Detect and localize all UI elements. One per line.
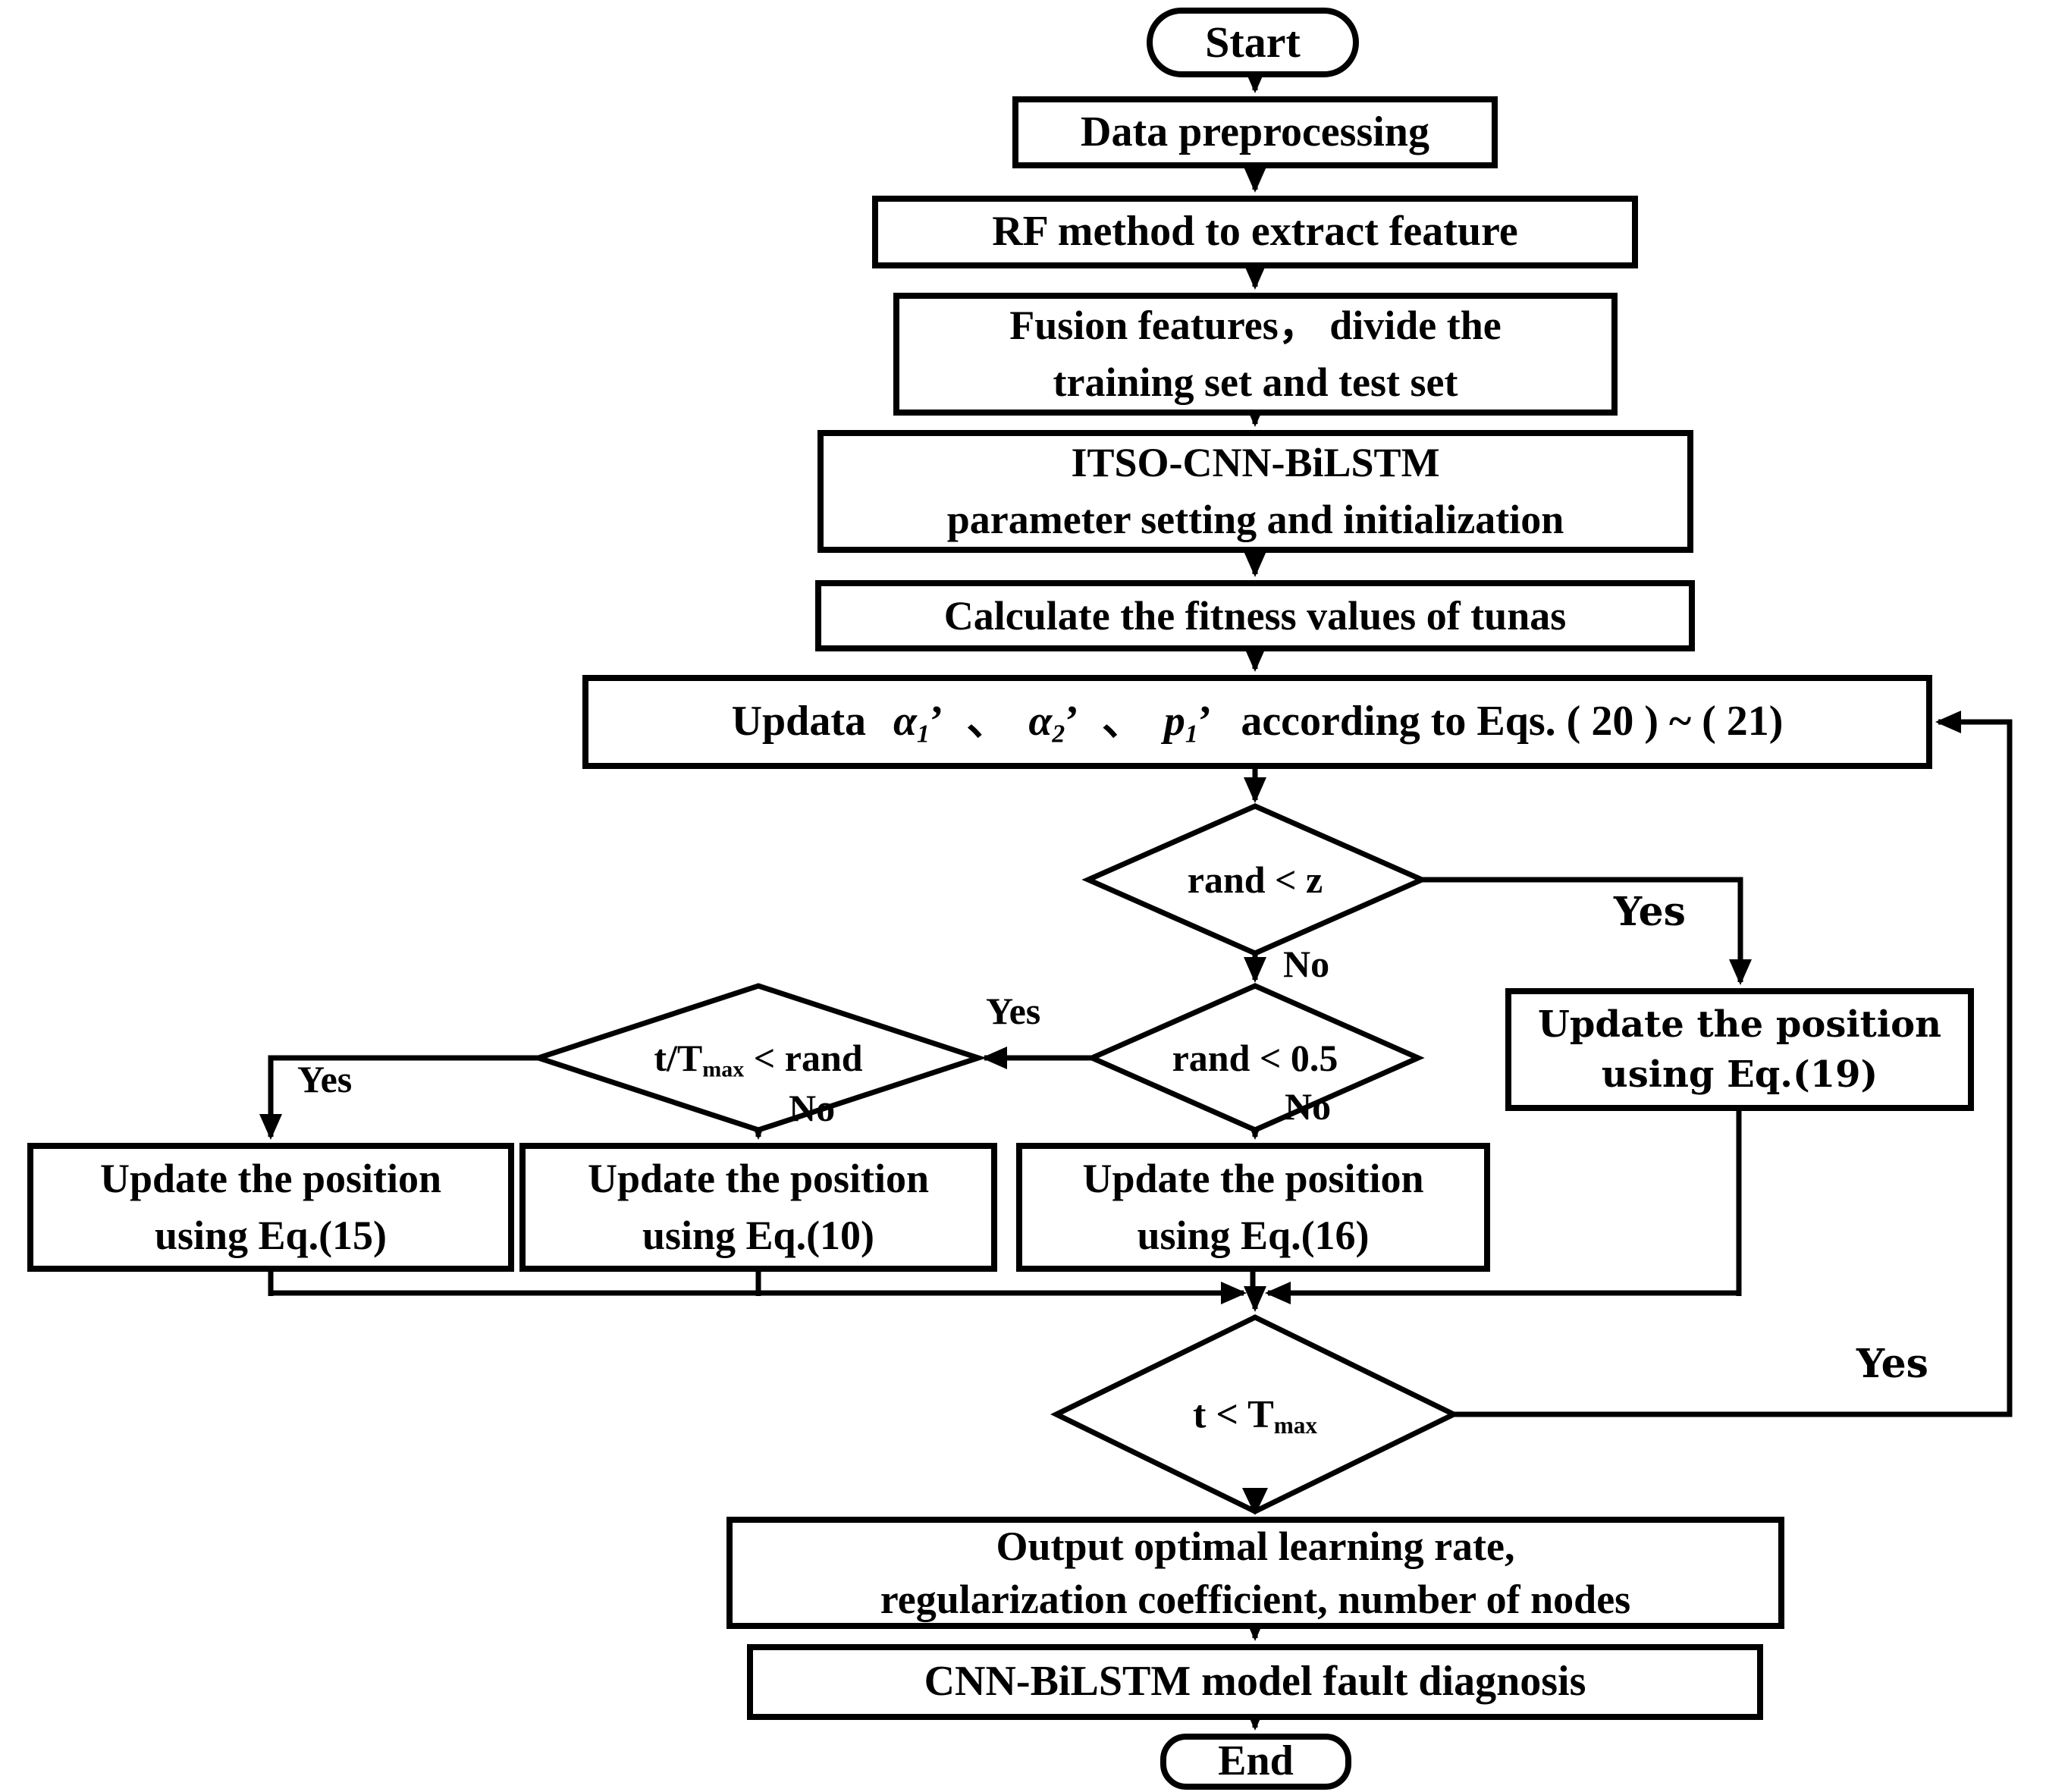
itso-parameter-init-node: ITSO-CNN-BiLSTM parameter setting and in… <box>817 430 1693 553</box>
update-position-eq15-node: Update the position using Eq.(15) <box>27 1143 514 1272</box>
cnn-bilstm-diagnosis-node: CNN-BiLSTM model fault diagnosis <box>747 1644 1763 1720</box>
eq19-line-2: using Eq.(19) <box>1601 1053 1878 1096</box>
end-label: End <box>1218 1737 1294 1785</box>
decision-t-ratio-shape <box>529 983 987 1133</box>
itso-line-2: parameter setting and initialization <box>946 497 1564 542</box>
calculate-fitness-label: Calculate the fitness values of tunas <box>943 592 1567 639</box>
fusion-line-1: Fusion features， divide the <box>1009 303 1502 349</box>
update-parameters-node: Updata α1’ 、 α2’ 、 p1’ according to Eqs. ( 20 … <box>582 675 1932 769</box>
eq15-line-2: using Eq.(15) <box>154 1213 388 1258</box>
eq10-line-1: Update the position <box>587 1156 930 1202</box>
edge-tmax-yes-loop <box>1454 711 2013 1417</box>
alpha2-var: α2’ <box>1028 697 1079 748</box>
update-position-eq19-node: Update the position using Eq.(19) <box>1505 988 1974 1111</box>
eq19-line-1: Update the position <box>1538 1003 1941 1046</box>
rf-extract-feature-label: RF method to extract feature <box>992 208 1518 256</box>
edge-randz-yes-eq19 <box>1422 877 1752 985</box>
t-max-yes-label: Yes <box>1856 1341 1928 1387</box>
calculate-fitness-node: Calculate the fitness values of tunas <box>815 580 1695 651</box>
decision-t-max-label: t < Tmax <box>1193 1392 1317 1439</box>
rand-half-no-label: No <box>1285 1085 1332 1128</box>
rand-z-no-label: No <box>1283 943 1330 985</box>
decision-t-ratio-label: t/Tmax < rand <box>654 1037 863 1082</box>
t-ratio-yes-label: Yes <box>297 1058 353 1100</box>
data-preprocessing-node: Data preprocessing <box>1012 96 1498 168</box>
eq10-line-2: using Eq.(10) <box>642 1213 875 1258</box>
decision-rand-half-label: rand < 0.5 <box>1172 1037 1338 1079</box>
decision-rand-z-label: rand < z <box>1187 858 1323 901</box>
output-line-2: regularization coefficient, number of no… <box>880 1577 1631 1622</box>
eq15-line-1: Update the position <box>99 1156 442 1202</box>
output-optimal-params-node: Output optimal learning rate, regulariza… <box>726 1517 1784 1629</box>
ideographic-comma: 、 <box>1101 697 1144 745</box>
fusion-features-node: Fusion features， divide the training set… <box>893 293 1618 416</box>
edge-tmax-output-arrowhead <box>1242 1488 1268 1515</box>
fusion-line-2: training set and test set <box>1053 359 1458 405</box>
ideographic-comma: 、 <box>966 697 1009 745</box>
p1-var: p1’ <box>1163 697 1213 748</box>
rf-extract-feature-node: RF method to extract feature <box>872 196 1638 268</box>
rand-z-yes-label: Yes <box>1614 889 1686 935</box>
end-node: End <box>1160 1734 1351 1790</box>
start-node: Start <box>1147 8 1359 77</box>
alpha1-var: α1’ <box>893 697 944 748</box>
start-label: Start <box>1205 17 1301 67</box>
update-position-eq10-node: Update the position using Eq.(10) <box>519 1143 997 1272</box>
update-position-eq16-node: Update the position using Eq.(16) <box>1016 1143 1490 1272</box>
data-preprocessing-label: Data preprocessing <box>1081 108 1429 155</box>
decision-rand-half-shape <box>1085 983 1425 1133</box>
t-ratio-no-label: No <box>789 1087 836 1129</box>
eq16-line-2: using Eq.(16) <box>1137 1213 1370 1258</box>
output-line-1: Output optimal learning rate, <box>996 1523 1515 1569</box>
edge-tratio-yes-eq15 <box>259 1055 538 1140</box>
updata-prefix: Updata <box>731 697 866 745</box>
rand-half-yes-label: Yes <box>986 990 1041 1032</box>
eq16-line-1: Update the position <box>1082 1156 1424 1202</box>
decision-rand-z-shape <box>1081 803 1429 956</box>
itso-line-1: ITSO-CNN-BiLSTM <box>1071 440 1440 486</box>
cnn-bilstm-diagnosis-label: CNN-BiLSTM model fault diagnosis <box>924 1658 1586 1706</box>
update-parameters-text: Updata α1’ 、 α2’ 、 p1’ according to Eqs. ( 20 … <box>732 692 1784 752</box>
updata-suffix: according to Eqs. ( 20 ) ~ ( 21) <box>1241 697 1784 745</box>
